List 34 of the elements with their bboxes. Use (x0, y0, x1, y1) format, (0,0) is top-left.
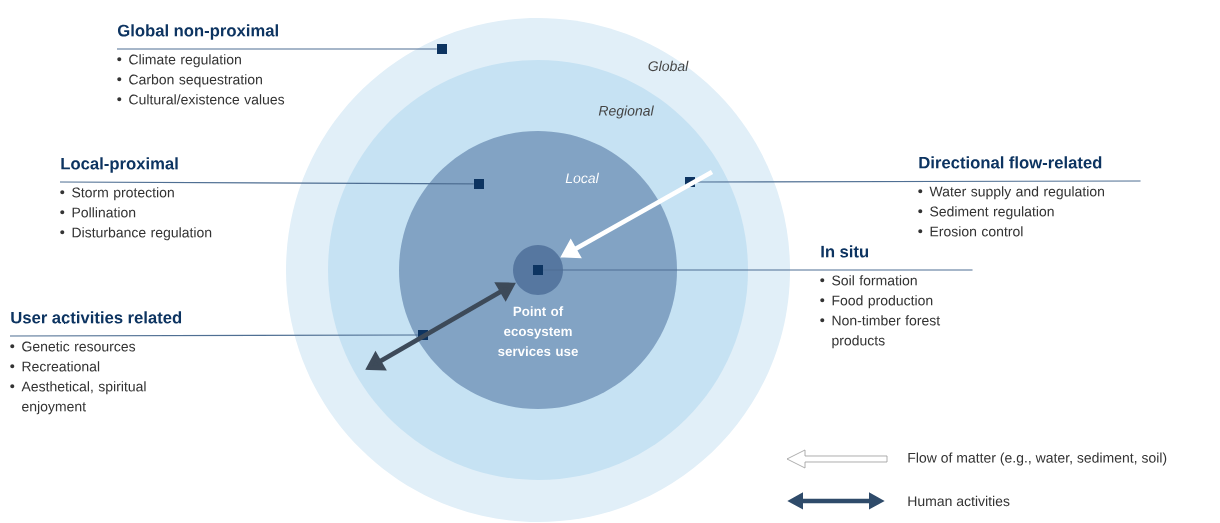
bullet-item: Sediment regulation (918, 206, 1054, 220)
leader-line (59, 181, 475, 185)
bullet-item: Disturbance regulation (60, 227, 212, 241)
category-heading: Local-proximal (61, 157, 178, 173)
legend-label: Flow of matter (e.g., water, sediment, soil) (908, 452, 1167, 466)
bullet-item: Erosion control (918, 226, 1023, 237)
marker-square (474, 179, 484, 189)
leader-line (542, 269, 974, 271)
bullet-item: Water supply and regulation (918, 186, 1104, 200)
bullet-item: Pollination (60, 207, 136, 218)
marker-square (533, 265, 543, 275)
bullet-item: Food production (820, 295, 933, 309)
category-heading: In situ (821, 245, 869, 258)
category-heading: Directional flow-related (919, 156, 1102, 169)
leader-line (116, 48, 438, 50)
bullet-item: Climate regulation (117, 54, 241, 68)
marker-square (685, 177, 695, 187)
zone-label: Local (565, 172, 600, 184)
bullet-item: Soil formation (820, 275, 917, 286)
focal-label: Point of ecosystem services use (498, 306, 578, 357)
bullet-item: Genetic resources (10, 341, 136, 352)
bullet-item: Cultural/existence values (117, 94, 285, 105)
category-heading: Global non-proximal (117, 24, 278, 40)
bullet-item: Recreational (10, 361, 100, 372)
zone-label: Regional (598, 105, 654, 119)
marker-square (437, 44, 447, 54)
bullet-item: Non-timber forest products (820, 315, 941, 349)
zone-label: Global (648, 60, 689, 72)
leader-line (9, 334, 419, 337)
bullet-item: Storm protection (60, 187, 174, 201)
bullet-item: Carbon sequestration (117, 74, 262, 88)
category-heading: User activities related (11, 311, 182, 324)
legend-label: Human activities (908, 495, 1010, 507)
bullet-item: Aesthetical, spiritual enjoyment (10, 381, 146, 415)
